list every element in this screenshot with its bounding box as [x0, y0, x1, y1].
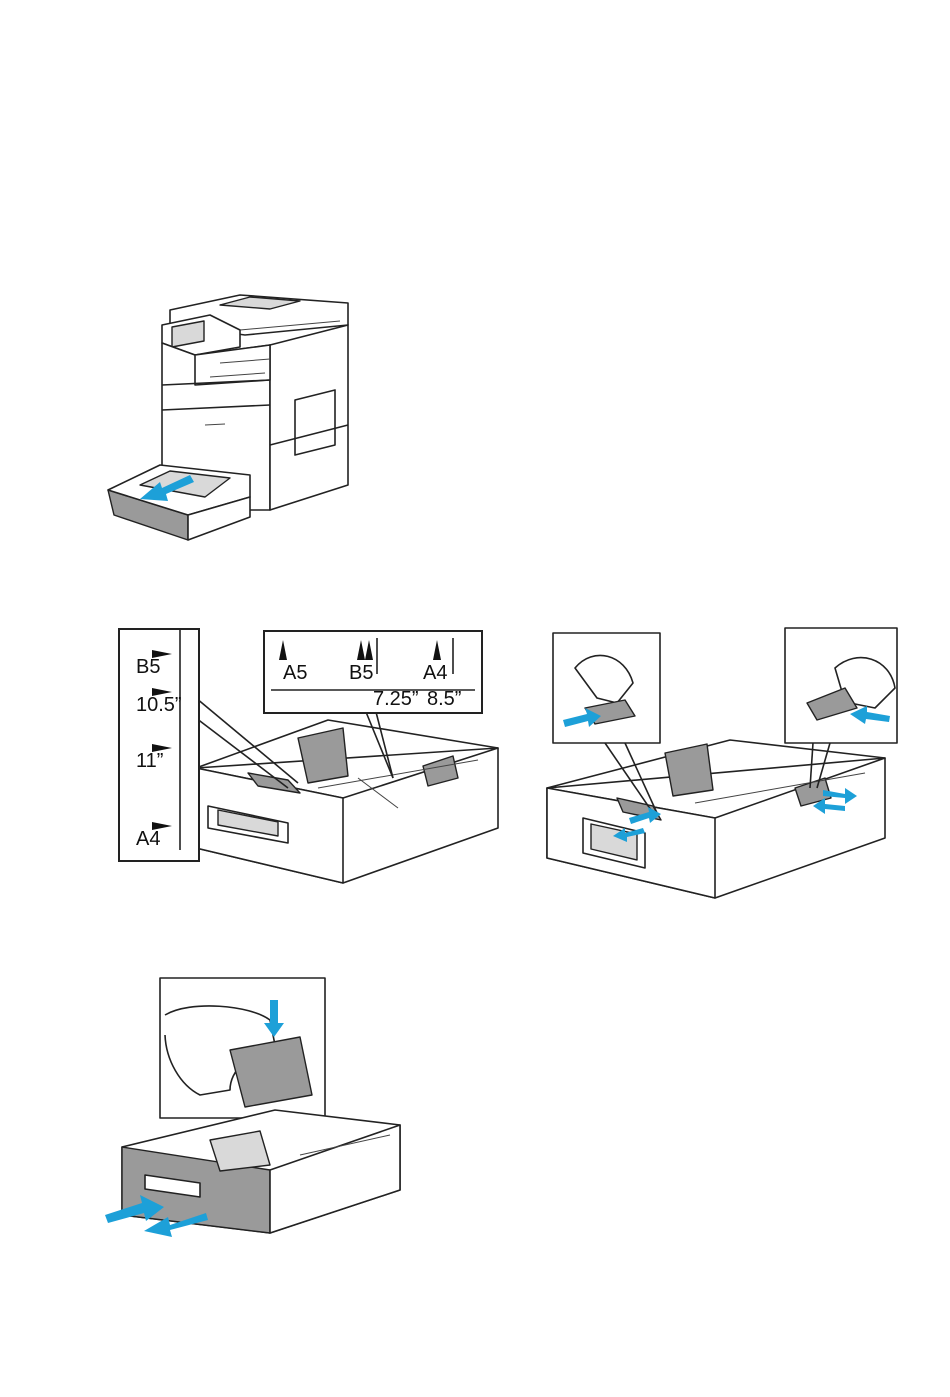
scale-label-a4: A4 [136, 828, 160, 851]
length-guide-insert-figure [100, 975, 410, 1240]
left-guide-inset [553, 633, 660, 743]
top-label-a5: A5 [283, 662, 307, 685]
scale-label-10-5: 10.5” [136, 694, 182, 717]
top-label-b5: B5 [349, 662, 373, 685]
length-guide [298, 728, 348, 783]
top-label-a4: A4 [423, 662, 447, 685]
adjust-width-guides-figure [545, 628, 905, 903]
right-guide-inset [785, 628, 897, 743]
side-scale-callout: B5 10.5” 11” A4 [118, 628, 200, 862]
length-guide [665, 744, 713, 796]
inch-label-7-25: 7.25” [373, 688, 419, 711]
a4-top-mark-icon [433, 640, 441, 660]
length-guide-latch [230, 1037, 312, 1107]
scale-label-b5: B5 [136, 656, 160, 679]
top-scale-callout: A5 B5 A4 7.25” 8.5” [263, 630, 483, 714]
printer-tray-pull-figure [100, 285, 360, 545]
inch-label-8-5: 8.5” [427, 688, 461, 711]
scale-label-11: 11” [136, 750, 163, 773]
b5-top-mark-icon [357, 640, 365, 660]
a5-mark-icon [279, 640, 287, 660]
